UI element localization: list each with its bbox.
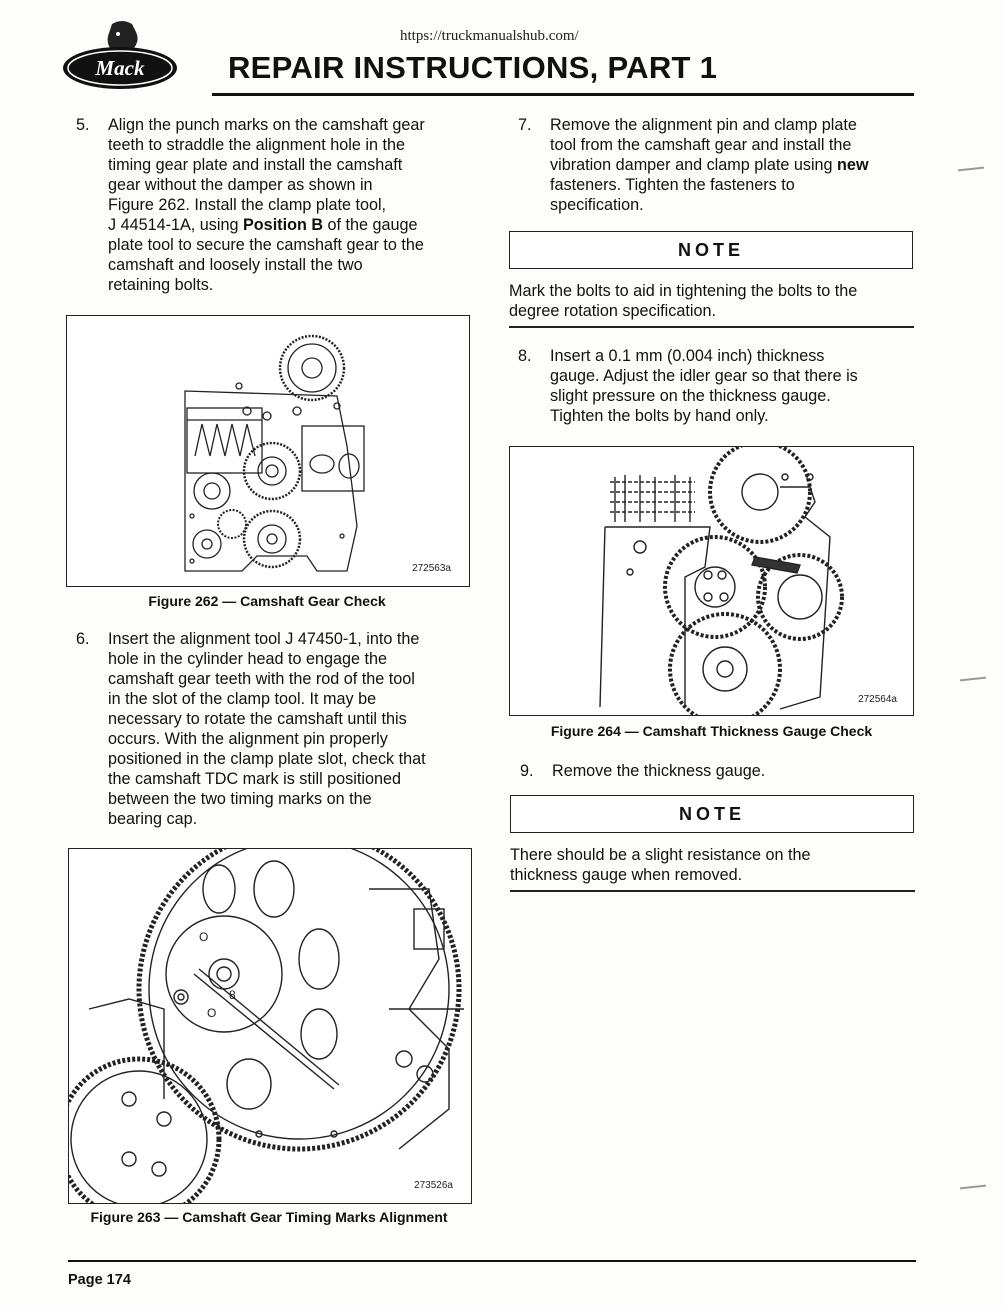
step-text: Remove the alignment pin and clamp plate… — [550, 116, 869, 214]
gear-train-illustration — [184, 334, 365, 572]
figure-id: 273526a — [414, 1180, 453, 1191]
note-header: NOTE — [510, 795, 914, 833]
figure-264: 272564a — [509, 440, 914, 726]
figure-264-caption: Figure 264 — Camshaft Thickness Gauge Ch… — [550, 723, 873, 739]
step-text: Insert a 0.1 mm (0.004 inch) thickness g… — [550, 347, 858, 425]
thickness-gauge-illustration — [599, 440, 844, 726]
svg-text:8: 8 — [229, 988, 236, 1002]
scan-mark — [957, 166, 985, 172]
figure-id: 272563a — [412, 563, 451, 574]
step-9: 9. Remove the thickness gauge. — [520, 761, 920, 783]
mack-logo: Mack — [63, 21, 177, 89]
note-divider — [509, 326, 914, 328]
figure-262: 272563a — [66, 315, 470, 587]
step-number: 5. — [76, 116, 90, 134]
figure-263-caption: Figure 263 — Camshaft Gear Timing Marks … — [90, 1209, 448, 1225]
step-text: Insert the alignment tool J 47450-1, int… — [108, 630, 426, 828]
note-header: NOTE — [509, 231, 913, 269]
figure-262-caption: Figure 262 — Camshaft Gear Check — [148, 593, 386, 609]
svg-text:O: O — [207, 1006, 216, 1020]
step-8: 8. Insert a 0.1 mm (0.004 inch) thicknes… — [518, 346, 918, 431]
step-5: 5. Align the punch marks on the camshaft… — [76, 115, 476, 300]
source-url: https://truckmanualshub.com/ — [400, 28, 579, 44]
step-7: 7. Remove the alignment pin and clamp pl… — [518, 115, 918, 220]
svg-text:O: O — [199, 930, 208, 944]
header-rule — [212, 93, 914, 96]
camshaft-gear-illustration: OO8 — [56, 826, 464, 1222]
page-title: REPAIR INSTRUCTIONS, PART 1 — [228, 50, 718, 85]
logo-text: Mack — [95, 56, 145, 80]
note-text: Mark the bolts to aid in tightening the … — [509, 282, 858, 320]
scan-mark — [959, 676, 987, 682]
scan-mark — [959, 1184, 987, 1190]
step-number: 8. — [518, 347, 532, 365]
step-number: 6. — [76, 630, 90, 648]
page-number: Page 174 — [68, 1272, 131, 1288]
step-text: Align the punch marks on the camshaft ge… — [108, 116, 425, 294]
footer-rule — [68, 1260, 916, 1262]
step-number: 9. — [520, 762, 534, 780]
note-text: There should be a slight resistance on t… — [510, 846, 811, 884]
step-number: 7. — [518, 116, 532, 134]
note-divider — [510, 890, 915, 892]
step-text: Remove the thickness gauge. — [552, 762, 766, 780]
figure-id: 272564a — [858, 694, 897, 705]
step-6: 6. Insert the alignment tool J 47450-1, … — [76, 629, 476, 834]
